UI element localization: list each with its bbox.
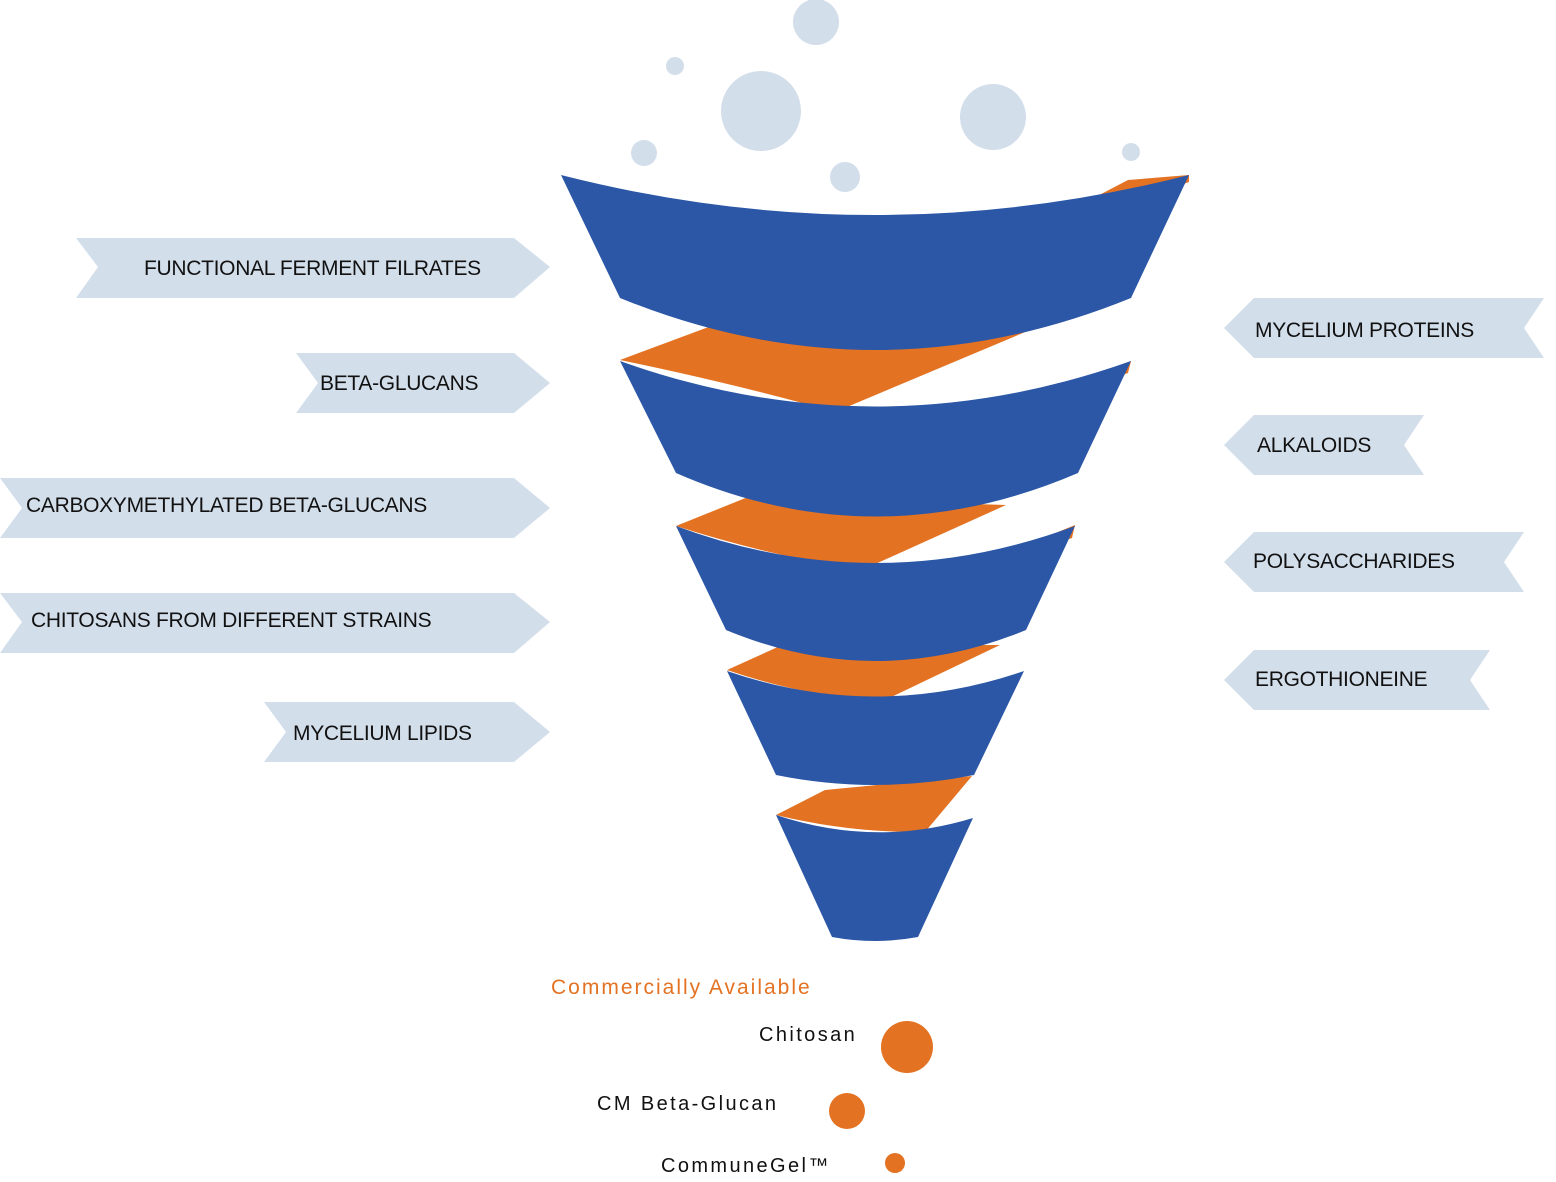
left-tag-shape (0, 478, 550, 538)
funnel-band-3 (676, 526, 1075, 661)
bubble (830, 162, 860, 192)
legend-dot-communegel (885, 1153, 905, 1173)
legend-title: Commercially Available (551, 976, 812, 999)
legend-dot-chitosan (881, 1021, 933, 1073)
legend-item-label: CM Beta-Glucan (597, 1093, 779, 1115)
funnel-bands (561, 175, 1189, 941)
spiral-segment (776, 776, 972, 833)
bubble (721, 71, 801, 151)
right-tag-label: ERGOTHIONEINE (1255, 668, 1428, 691)
bubbles (631, 0, 1140, 192)
left-tag: CARBOXYMETHYLATED BETA-GLUCANS (0, 478, 550, 538)
right-tag-shape (1224, 532, 1524, 592)
left-tag-shape (296, 353, 550, 413)
left-tags: FUNCTIONAL FERMENT FILRATES BETA-GLUCANS… (0, 238, 550, 762)
right-tags: MYCELIUM PROTEINS ALKALOIDS POLYSACCHARI… (1224, 298, 1544, 710)
legend-dot-cm-beta-glucan (829, 1093, 865, 1129)
left-tag: BETA-GLUCANS (296, 353, 550, 413)
funnel-band-4 (727, 671, 1024, 785)
bubble (666, 57, 684, 75)
right-tag: ERGOTHIONEINE (1224, 650, 1490, 710)
funnel-band-5 (776, 815, 973, 941)
left-tag: FUNCTIONAL FERMENT FILRATES (76, 238, 550, 298)
right-tag-shape (1224, 298, 1544, 358)
spiral-segment (676, 497, 1006, 570)
bubble (960, 84, 1026, 150)
left-tag-label: MYCELIUM LIPIDS (293, 722, 472, 745)
right-tag-shape (1224, 650, 1490, 710)
right-tag-label: POLYSACCHARIDES (1253, 550, 1455, 573)
right-tag: MYCELIUM PROTEINS (1224, 298, 1544, 358)
left-tag-shape (0, 593, 550, 653)
left-tag-shape (76, 238, 550, 298)
spiral-segment (727, 645, 1000, 702)
left-tag: CHITOSANS FROM DIFFERENT STRAINS (0, 593, 550, 653)
bubble (793, 0, 839, 45)
funnel-band-1 (561, 175, 1189, 350)
legend-dots (829, 1021, 933, 1173)
right-tag-shape (1224, 415, 1424, 475)
left-tag-label: FUNCTIONAL FERMENT FILRATES (144, 257, 481, 280)
left-tag: MYCELIUM LIPIDS (264, 702, 550, 762)
bubble (631, 140, 657, 166)
legend-item-label: CommuneGel™ (661, 1155, 831, 1177)
left-tag-label: CARBOXYMETHYLATED BETA-GLUCANS (26, 494, 427, 517)
left-tag-label: CHITOSANS FROM DIFFERENT STRAINS (31, 609, 432, 632)
left-tag-label: BETA-GLUCANS (320, 372, 478, 395)
right-tag: ALKALOIDS (1224, 415, 1424, 475)
funnel-band-2 (620, 361, 1131, 517)
right-tag: POLYSACCHARIDES (1224, 532, 1524, 592)
right-tag-label: MYCELIUM PROTEINS (1255, 319, 1474, 342)
left-tag-shape (264, 702, 550, 762)
bubble (1122, 143, 1140, 161)
legend-item-label: Chitosan (759, 1024, 858, 1046)
right-tag-label: ALKALOIDS (1257, 434, 1371, 457)
